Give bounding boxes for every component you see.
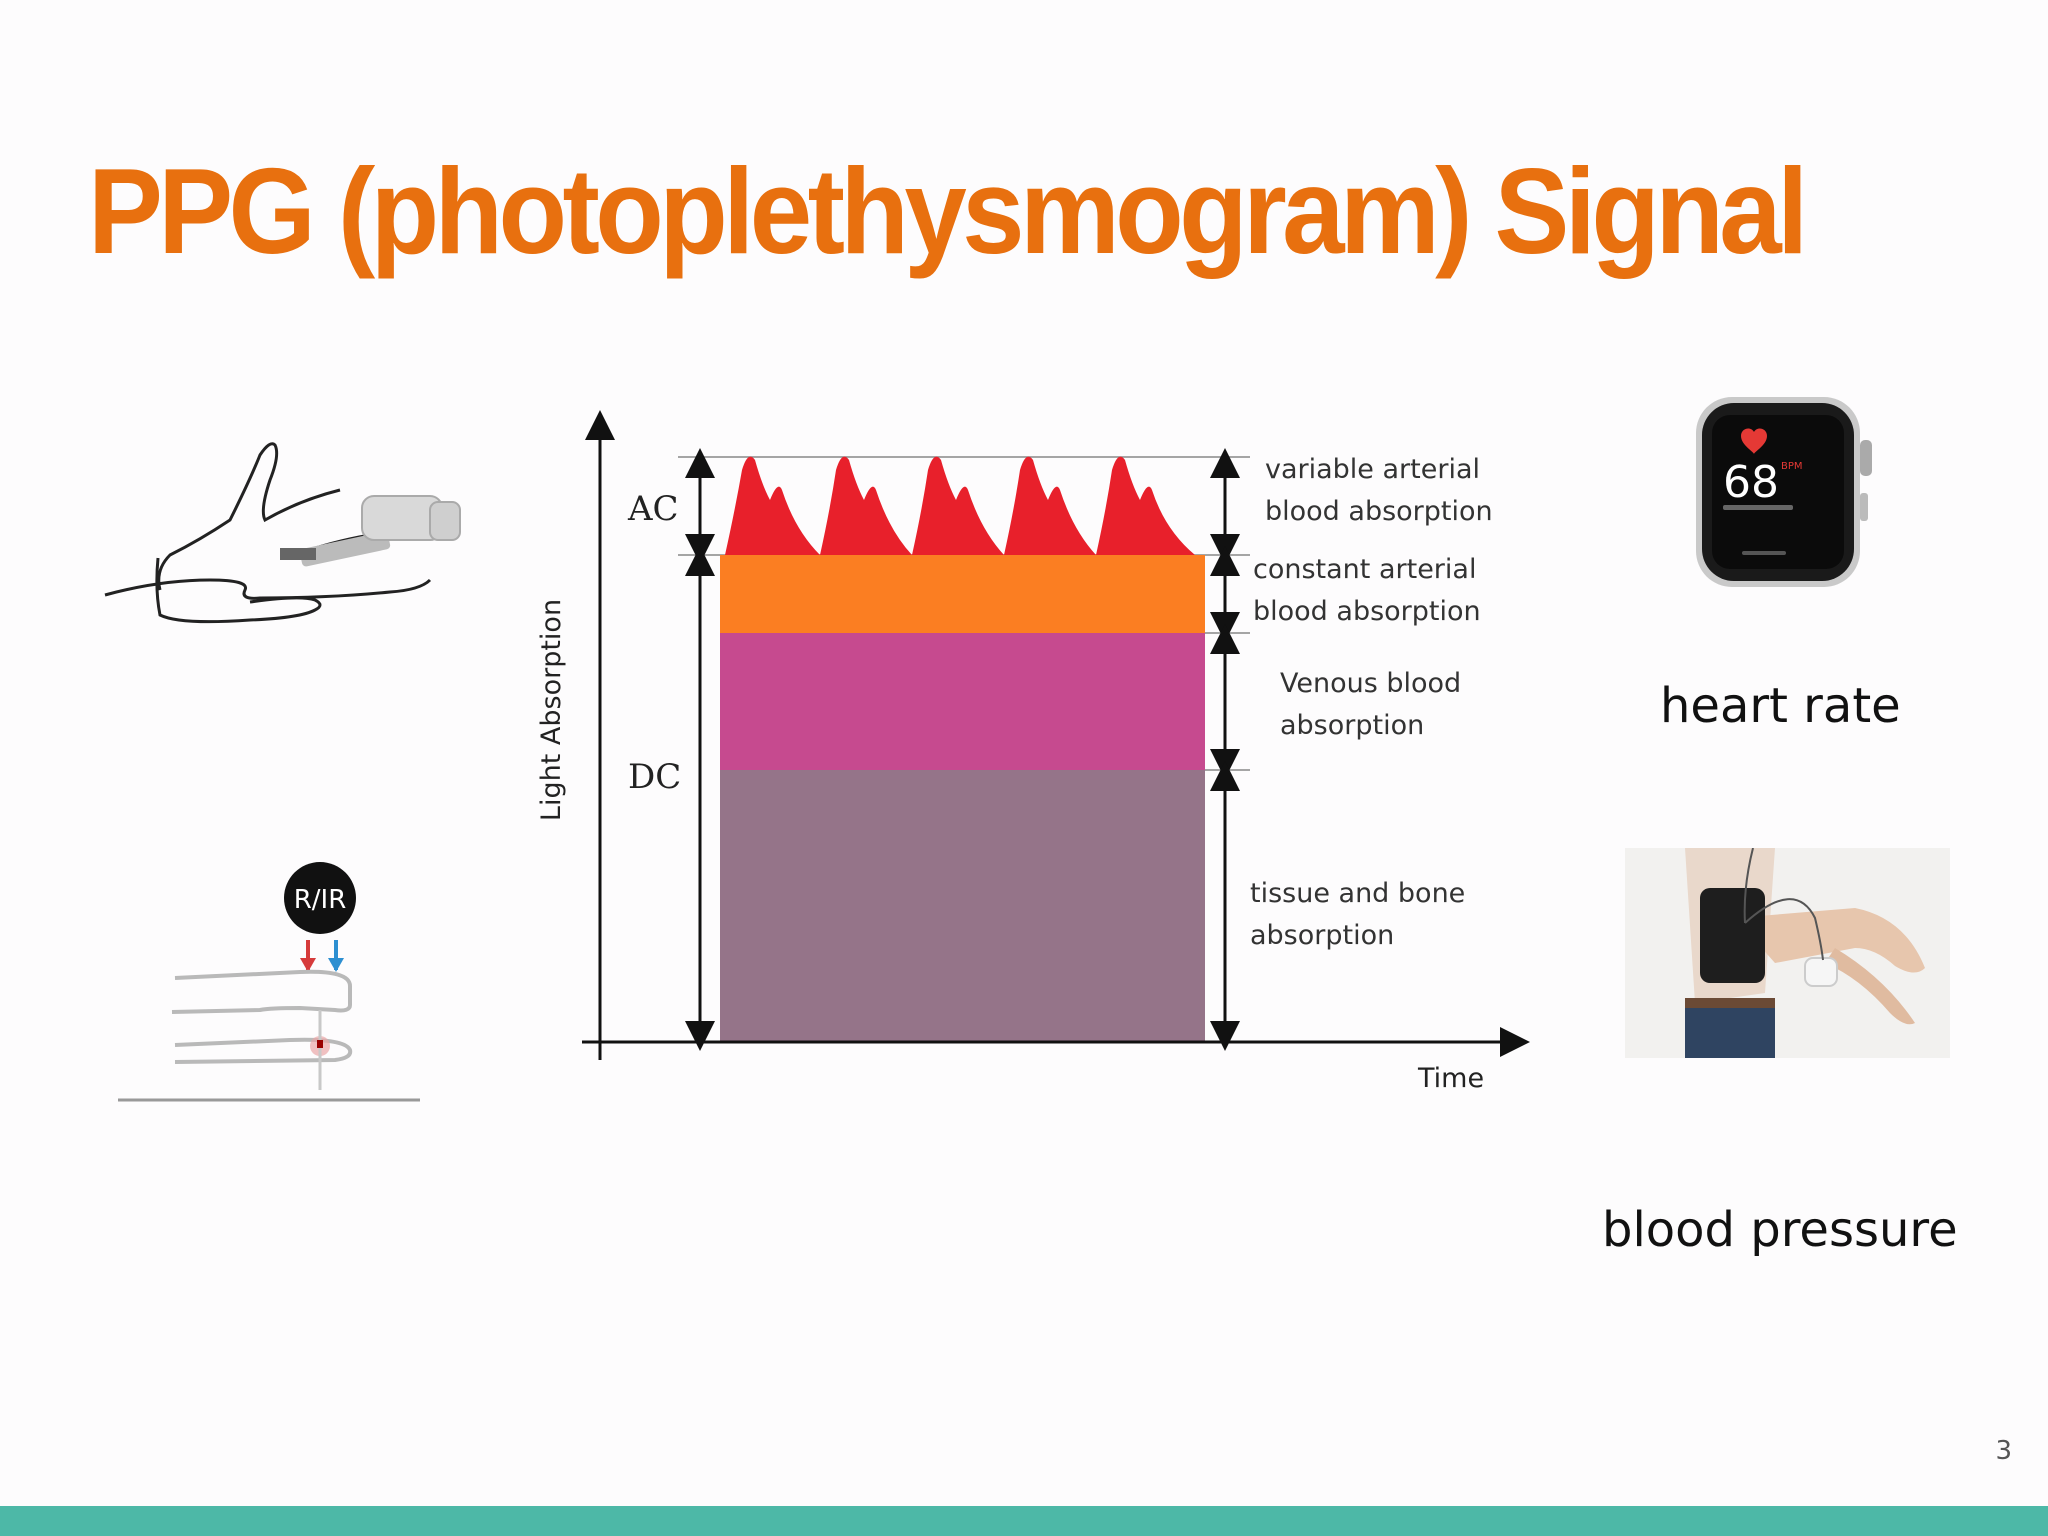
layer-tissue-bone — [720, 770, 1205, 1042]
layer-variable-arterial — [725, 456, 1195, 555]
slide-title: PPG (photoplethysmogram) Signal — [88, 143, 1808, 279]
label-variable-arterial-line-1: variable arterial — [1265, 454, 1480, 485]
smartwatch-image: 68 BPM — [1696, 397, 1872, 587]
blood-pressure-caption: blood pressure — [1602, 1202, 1958, 1258]
y-axis-label: Light Absorption — [536, 599, 567, 821]
label-tissue-bone-line-1: tissue and bone — [1250, 878, 1465, 909]
finger-sensor-illustration: R/IR — [118, 862, 420, 1102]
ac-label: AC — [627, 489, 679, 529]
label-constant-arterial-line-2: blood absorption — [1253, 596, 1481, 627]
emitter-circle — [284, 862, 356, 934]
label-constant-arterial-line-1: constant arterial — [1253, 554, 1476, 585]
label-venous-line-1: Venous blood — [1280, 668, 1461, 699]
finger-clip-illustration — [104, 442, 461, 624]
page-number: 3 — [1995, 1436, 2012, 1466]
ppg-diagram: AC DC Light Absorption Time variable art… — [536, 410, 1530, 1094]
dc-label: DC — [628, 757, 681, 797]
watch-bpm-unit: BPM — [1781, 461, 1803, 472]
bottom-accent-bar — [0, 1506, 2048, 1536]
label-venous-line-2: absorption — [1280, 710, 1424, 741]
layer-venous — [720, 633, 1205, 770]
x-axis-label: Time — [1417, 1063, 1484, 1094]
heart-icon — [1741, 428, 1767, 454]
wrist-blood-pressure-photo — [1625, 848, 1950, 1058]
emitter-label: R/IR — [294, 885, 347, 915]
layer-constant-arterial — [720, 555, 1205, 633]
label-variable-arterial-line-2: blood absorption — [1265, 496, 1493, 527]
heart-rate-caption: heart rate — [1660, 678, 1901, 734]
label-tissue-bone-line-2: absorption — [1250, 920, 1394, 951]
watch-bpm-value: 68 — [1723, 457, 1779, 508]
